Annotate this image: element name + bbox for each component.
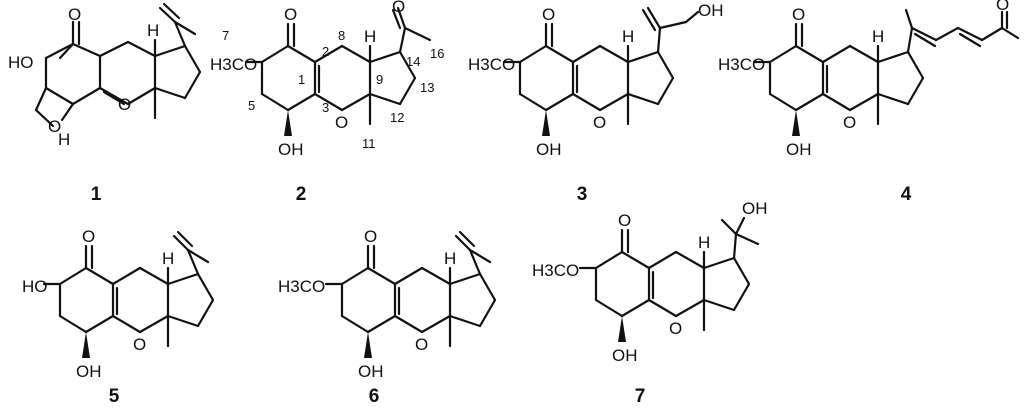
oxo-label: O — [364, 227, 377, 246]
h-top-label: H — [147, 21, 159, 40]
side-oxo-label: O — [996, 0, 1009, 14]
compound-5-structure: HO O O OH H — [22, 227, 215, 381]
ring-oxygen-label: O — [118, 95, 131, 114]
oxo-label: O — [68, 5, 81, 24]
compound-id: 5 — [109, 386, 120, 407]
locant-16: 16 — [430, 46, 444, 61]
compound-3-structure: H3CO O O OH H OH — [468, 1, 724, 159]
compound-1-structure: O HO O O H H — [8, 2, 202, 149]
h-bottom-label: H — [58, 130, 70, 149]
oxo-label: O — [792, 5, 805, 24]
oxo-label: O — [284, 5, 297, 24]
ring-oxygen-label: O — [415, 335, 428, 354]
hydroxy-top-label: HO — [22, 277, 48, 296]
locant-9: 9 — [376, 72, 383, 87]
methoxy-label: H3CO — [210, 55, 257, 74]
locant-1: 1 — [298, 72, 305, 87]
locant-8: 8 — [338, 28, 345, 43]
h-top-label: H — [364, 27, 376, 46]
locant-13: 13 — [420, 80, 434, 95]
compound-4-structure: H3CO O O OH H O — [718, 0, 1020, 159]
compound-2-structure: H3CO O O OH H O 1 2 3 5 7 8 9 11 12 13 1… — [210, 0, 444, 159]
compound-6-structure: H3CO O O OH H — [278, 227, 497, 381]
hydroxy-label: HO — [8, 53, 34, 72]
methoxy-label: H3CO — [718, 55, 765, 74]
compound-id: 2 — [296, 184, 307, 205]
locant-3: 3 — [322, 100, 329, 115]
h-top-label: H — [622, 27, 634, 46]
methoxy-label: H3CO — [468, 55, 515, 74]
ring-oxygen-label: O — [593, 113, 606, 132]
hydroxy-label: OH — [612, 346, 638, 365]
locant-12: 12 — [390, 110, 404, 125]
side-hydroxy-label: OH — [698, 1, 724, 20]
hydroxy-label: OH — [76, 362, 102, 381]
oxo-label: O — [82, 227, 95, 246]
hydroxy-label: OH — [536, 140, 562, 159]
ring-oxygen-label: O — [335, 113, 348, 132]
acetyl-oxo-label: O — [392, 0, 405, 16]
locant-7: 7 — [222, 28, 229, 43]
h-top-label: H — [698, 233, 710, 252]
compound-7-structure: H3CO O O OH H OH — [532, 199, 768, 365]
methoxy-label: H3CO — [278, 277, 325, 296]
locant-14: 14 — [406, 54, 420, 69]
hydroxy-label: OH — [786, 140, 812, 159]
bridge-oxygen-label: O — [48, 117, 61, 136]
ring-oxygen-label: O — [669, 319, 682, 338]
oxo-label: O — [542, 5, 555, 24]
compound-id: 6 — [369, 386, 380, 407]
hydroxy-label: OH — [278, 140, 304, 159]
locant-5: 5 — [248, 98, 255, 113]
side-hydroxy-label: OH — [742, 199, 768, 218]
oxo-label: O — [618, 211, 631, 230]
compound-id: 7 — [635, 386, 646, 407]
methoxy-label: H3CO — [532, 261, 579, 280]
h-top-label: H — [162, 249, 174, 268]
locant-11: 11 — [362, 136, 376, 151]
compound-id: 3 — [577, 184, 588, 205]
compound-id: 1 — [91, 184, 102, 205]
locant-2: 2 — [322, 44, 329, 59]
h-top-label: H — [872, 27, 884, 46]
ring-oxygen-label: O — [843, 113, 856, 132]
compound-id: 4 — [901, 184, 912, 205]
h-top-label: H — [444, 249, 456, 268]
hydroxy-label: OH — [358, 362, 384, 381]
ring-oxygen-label: O — [133, 335, 146, 354]
